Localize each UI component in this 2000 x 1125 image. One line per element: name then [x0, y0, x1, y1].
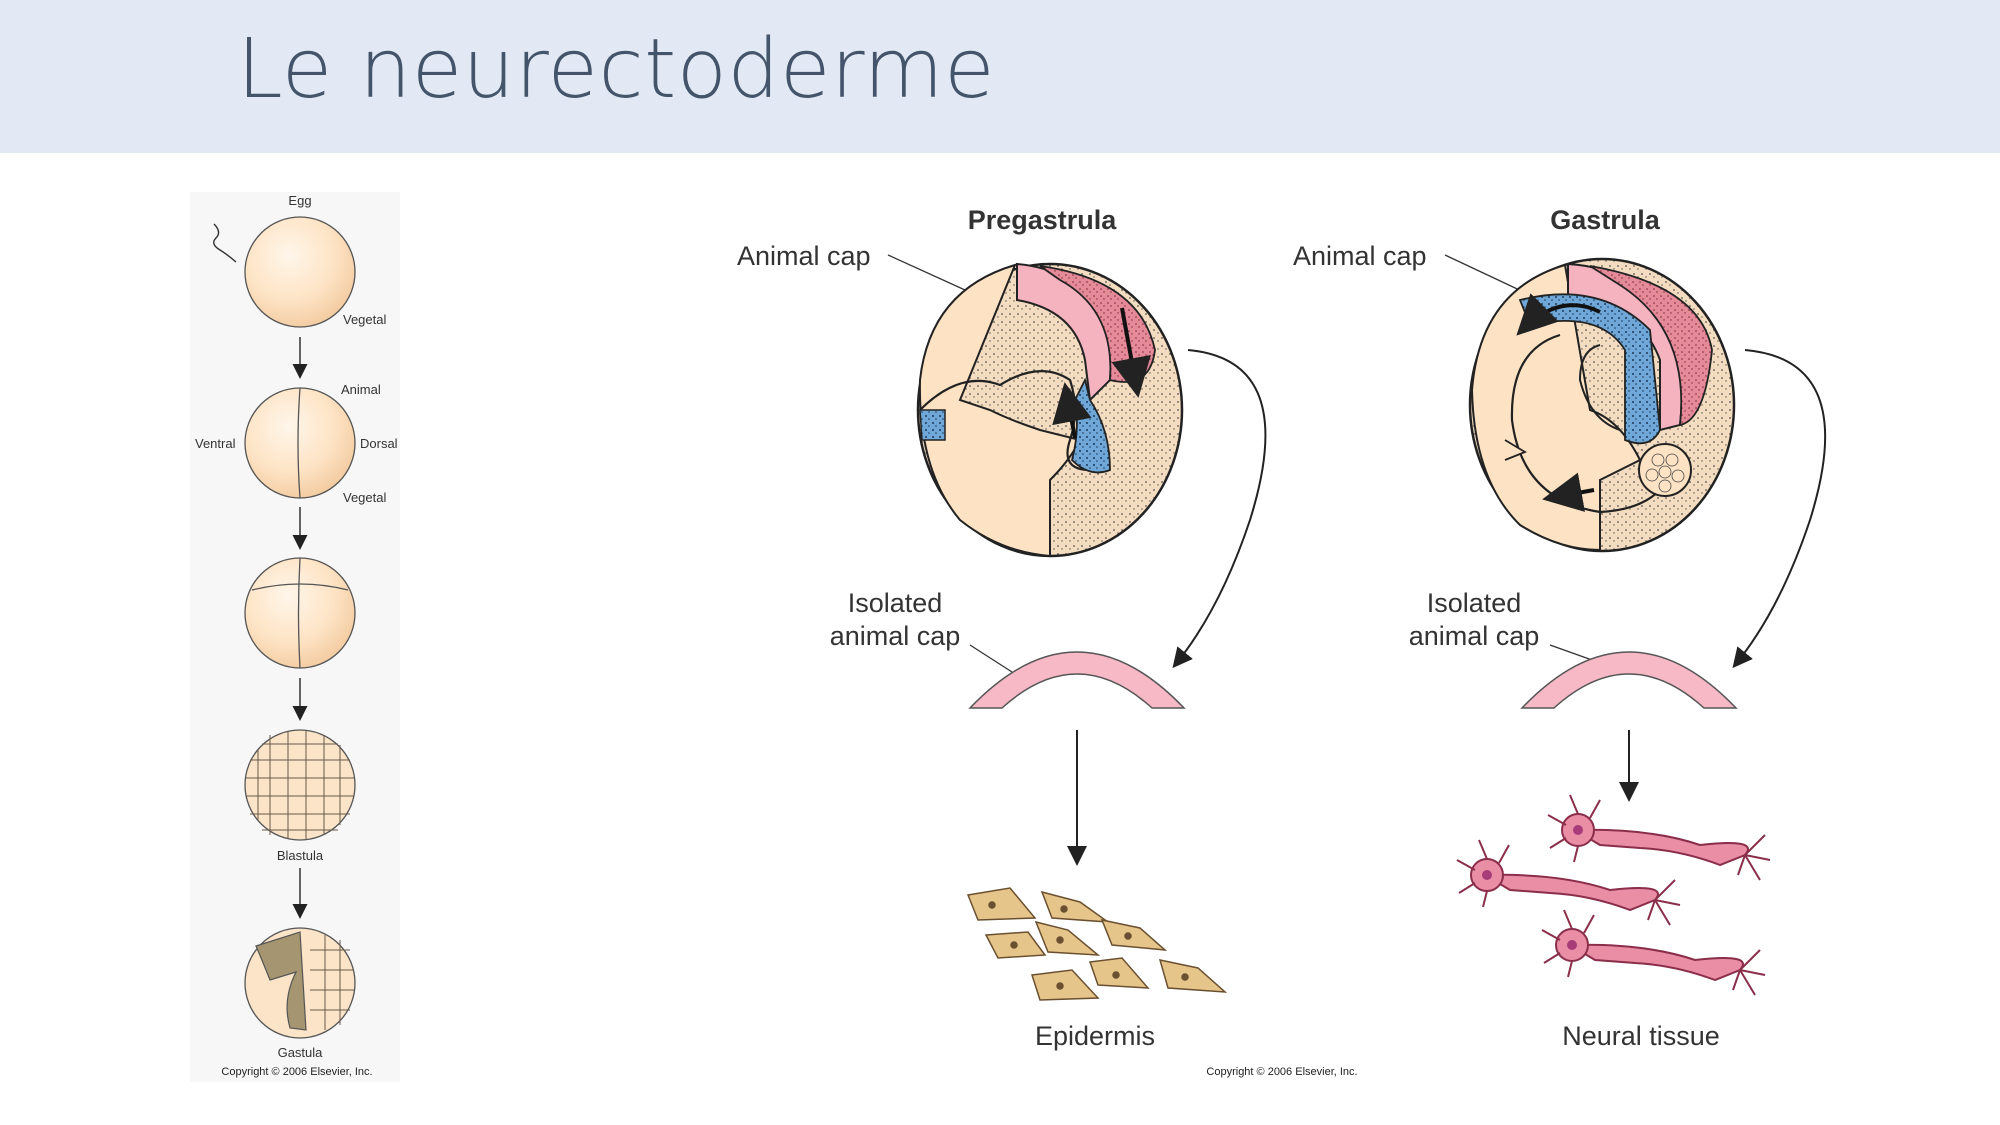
pregastrula-isolated-leader [969, 644, 1013, 673]
pregastrula-animal-cap-label: Animal cap [737, 241, 871, 271]
gastrula-title: Gastrula [1550, 205, 1661, 235]
gastrula-yolk-plug [1638, 443, 1692, 497]
gastrula-isolated-label-2: animal cap [1409, 621, 1540, 651]
pregastrula-isolated-cap [968, 651, 1186, 709]
label-dorsal: Dorsal [360, 436, 398, 451]
gastrula-inner-fold [1578, 344, 1621, 431]
pregastrula-ventral-blue [919, 409, 946, 441]
header-band [0, 0, 2000, 153]
sperm-icon [213, 223, 237, 263]
pregastrula-title: Pregastrula [968, 205, 1118, 235]
epidermis-cells [966, 887, 1228, 1001]
label-gastula: Gastula [278, 1045, 324, 1060]
right-copyright: Copyright © 2006 Elsevier, Inc. [1206, 1066, 1357, 1078]
four-cell-stage [244, 557, 356, 669]
pregastrula-isolated-label-1: Isolated [848, 588, 943, 618]
gastrula-arrow-up [1516, 293, 1601, 336]
pregastrula-panel: Pregastrula Animal cap Isolated animal c… [737, 205, 1267, 1051]
label-vegetal-2: Vegetal [343, 490, 386, 505]
gastrula-animal-cap-leader [1444, 254, 1531, 296]
label-egg: Egg [288, 193, 311, 208]
epidermis-label: Epidermis [1035, 1021, 1155, 1051]
two-cell-stage [244, 387, 356, 499]
pregastrula-arrow-up [1052, 382, 1092, 439]
gastrula-isolated-label-1: Isolated [1427, 588, 1522, 618]
neural-cells [1456, 794, 1771, 996]
gastrula-cut-face [1470, 263, 1642, 552]
gastrula-notch [1504, 439, 1528, 461]
neuron-1 [1547, 794, 1771, 881]
pregastrula-isolated-label-2: animal cap [830, 621, 961, 651]
neuron-2 [1456, 839, 1681, 926]
neural-tissue-label: Neural tissue [1562, 1021, 1720, 1051]
pregastrula-blastocoel-outline [919, 370, 1091, 472]
gastrula-neural-region [1518, 293, 1661, 445]
label-ventral: Ventral [195, 436, 236, 451]
label-blastula: Blastula [277, 848, 324, 863]
blastula-stage [244, 729, 356, 841]
gastrula-yolk-plug-cells [1645, 453, 1685, 493]
egg-stage [244, 216, 356, 328]
gastrula-isolated-cap [1520, 651, 1738, 709]
gastrula-animal-cap-label: Animal cap [1293, 241, 1427, 271]
pregastrula-cut-face [918, 263, 1082, 558]
pregastrula-animal-cap-leader [887, 254, 977, 296]
pregastrula-isolation-arrow [1172, 349, 1267, 669]
pregastrula-arrow-down [1111, 307, 1151, 398]
left-figure: Egg Vegetal Animal Ventral Dorsal Vegeta… [190, 192, 400, 1082]
gastrula-archenteron-outline [1510, 333, 1661, 514]
label-animal: Animal [341, 382, 381, 397]
left-copyright: Copyright © 2006 Elsevier, Inc. [221, 1066, 372, 1078]
gastula-stage [244, 927, 356, 1039]
gastrula-isolated-leader [1549, 644, 1593, 661]
gastrula-panel: Gastrula Animal cap Isolated animal cap [1293, 205, 1827, 1051]
first-cleavage-line [297, 387, 301, 499]
neuron-3 [1541, 909, 1766, 996]
gastrula-isolation-arrow [1732, 349, 1827, 669]
second-cleavage-line-a [297, 557, 301, 669]
gastrula-arrow-left [1542, 472, 1595, 512]
label-vegetal-1: Vegetal [343, 312, 386, 327]
gastrula-mesoderm-region [1589, 265, 1713, 427]
slide-title: Le neurectoderme [237, 22, 996, 117]
second-cleavage-line-b [251, 583, 349, 591]
